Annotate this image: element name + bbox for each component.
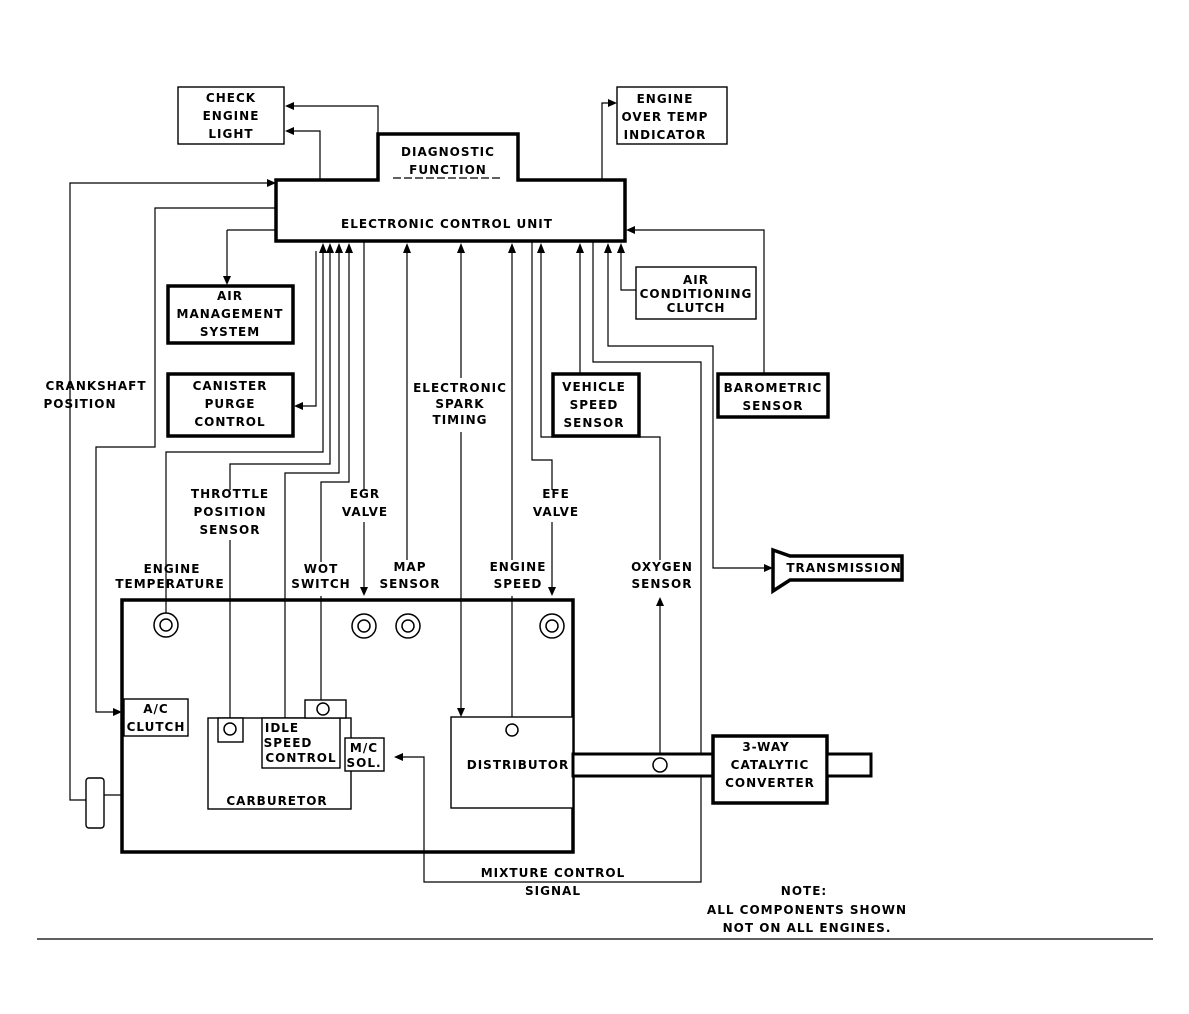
air-conditioning-clutch-box xyxy=(635,266,757,320)
check-engine-line-a xyxy=(292,105,379,143)
oxygen-label-2: SENSOR xyxy=(632,577,693,591)
crankshaft-label-2: POSITION xyxy=(44,397,117,411)
over-temp-line xyxy=(601,102,609,180)
carburetor-label: CARBURETOR xyxy=(226,794,327,808)
tps-sensor xyxy=(223,722,237,736)
air-management-label-1: AIR xyxy=(217,289,243,303)
map-label-1: MAP xyxy=(393,560,426,574)
oxygen-line xyxy=(540,252,661,560)
note-label-1: NOTE: xyxy=(781,884,827,898)
catalytic-converter-box xyxy=(711,734,829,805)
transmission-label: TRANSMISSION xyxy=(786,561,901,575)
baro-label-2: SENSOR xyxy=(743,399,804,413)
diagnostic-label-2: FUNCTION xyxy=(409,163,487,177)
tps-label-2: POSITION xyxy=(194,505,267,519)
crankshaft-pulley xyxy=(85,777,105,829)
canister-line xyxy=(302,251,317,407)
mixture-control-line xyxy=(402,241,702,883)
engine-temp-label-1: ENGINE xyxy=(144,562,201,576)
transmission-line xyxy=(607,251,765,569)
canister-label-1: CANISTER xyxy=(193,379,268,393)
tps-label-3: SENSOR xyxy=(200,523,261,537)
over-temp-label-3: INDICATOR xyxy=(624,128,707,142)
check-engine-line-b xyxy=(292,130,321,180)
egr-label-1: EGR xyxy=(350,487,380,501)
air-management-label-2: MANAGEMENT xyxy=(177,307,284,321)
exhaust-pipe xyxy=(571,752,715,778)
crankshaft-line xyxy=(69,182,268,801)
check-engine-label-3: LIGHT xyxy=(208,127,253,141)
baro-label-1: BAROMETRIC xyxy=(724,381,823,395)
wot-switch xyxy=(316,702,330,716)
canister-label-2: PURGE xyxy=(205,397,256,411)
ac-clutch-label-2: CLUTCH xyxy=(127,720,186,734)
wot-label-2: SWITCH xyxy=(291,577,350,591)
egr-label-2: VALVE xyxy=(342,505,388,519)
ac-clutch-sensor-line xyxy=(620,252,636,291)
canister-purge-control-box xyxy=(166,372,295,438)
isc-label-1: IDLE xyxy=(265,721,299,735)
catalytic-label-2: CATALYTIC xyxy=(731,758,810,772)
oxygen-sensor xyxy=(652,757,668,773)
electronic-control-unit-box xyxy=(274,132,627,243)
over-temp-label-2: OVER TEMP xyxy=(622,110,709,124)
efe-label-1: EFE xyxy=(542,487,570,501)
ac-clutch-sensor-label-2: CONDITIONING xyxy=(640,287,753,301)
vss-label-2: SPEED xyxy=(570,398,619,412)
engine-temp-label-2: TEMPERATURE xyxy=(115,577,224,591)
engine-speed-label-1: ENGINE xyxy=(490,560,547,574)
mc-sol-label-2: SOL. xyxy=(346,756,381,770)
air-management-system-box xyxy=(166,284,295,345)
isc-label-2: SPEED xyxy=(264,736,313,750)
note-label-2: ALL COMPONENTS SHOWN xyxy=(707,903,907,917)
diagnostic-label-1: DIAGNOSTIC xyxy=(401,145,495,159)
mixture-label-2: SIGNAL xyxy=(525,884,581,898)
over-temp-label-1: ENGINE xyxy=(637,92,694,106)
check-engine-label-2: ENGINE xyxy=(203,109,260,123)
note-label-3: NOT ON ALL ENGINES. xyxy=(723,921,892,935)
efe-line xyxy=(531,241,553,490)
transmission-shape xyxy=(771,547,904,595)
vss-label-3: SENSOR xyxy=(564,416,625,430)
mixture-label-1: MIXTURE CONTROL xyxy=(481,866,626,880)
ac-clutch-box xyxy=(123,698,189,737)
oxygen-label-1: OXYGEN xyxy=(631,560,693,574)
crankshaft-label-1: CRANKSHAFT xyxy=(45,379,146,393)
isc-label-3: CONTROL xyxy=(265,751,336,765)
air-management-label-3: SYSTEM xyxy=(200,325,260,339)
distributor-sensor xyxy=(505,723,519,737)
spark-label-2: SPARK xyxy=(435,397,484,411)
distributor-label: DISTRIBUTOR xyxy=(467,758,569,772)
vehicle-speed-sensor-box xyxy=(551,372,641,438)
ac-clutch-label-1: A/C xyxy=(143,702,168,716)
spark-label-3: TIMING xyxy=(433,413,488,427)
engine-temp-line xyxy=(165,252,324,613)
check-engine-label-1: CHECK xyxy=(206,91,256,105)
check-engine-light-box xyxy=(177,86,285,145)
isc-box xyxy=(261,717,341,769)
over-temp-indicator-box xyxy=(616,86,728,145)
barometric-sensor-box xyxy=(716,372,830,419)
wot-label-1: WOT xyxy=(304,562,339,576)
canister-label-3: CONTROL xyxy=(194,415,265,429)
mc-solenoid-box xyxy=(344,737,385,772)
mc-sol-label-1: M/C xyxy=(350,741,378,755)
efe-label-2: VALVE xyxy=(533,505,579,519)
spark-label-1: ELECTRONIC xyxy=(413,381,507,395)
vss-label-1: VEHICLE xyxy=(562,380,626,394)
isc-line xyxy=(284,252,340,718)
ecu-label: ELECTRONIC CONTROL UNIT xyxy=(341,217,553,231)
baro-line xyxy=(634,229,765,374)
catalytic-label-3: CONVERTER xyxy=(725,776,815,790)
ac-clutch-sensor-label-3: CLUTCH xyxy=(667,301,726,315)
engine-speed-label-2: SPEED xyxy=(494,577,543,591)
catalytic-label-1: 3-WAY xyxy=(742,740,789,754)
ac-clutch-output-line xyxy=(95,207,276,713)
ac-clutch-sensor-label-1: AIR xyxy=(683,273,709,287)
tps-label-1: THROTTLE xyxy=(191,487,269,501)
map-label-2: SENSOR xyxy=(380,577,441,591)
tailpipe xyxy=(825,752,873,778)
